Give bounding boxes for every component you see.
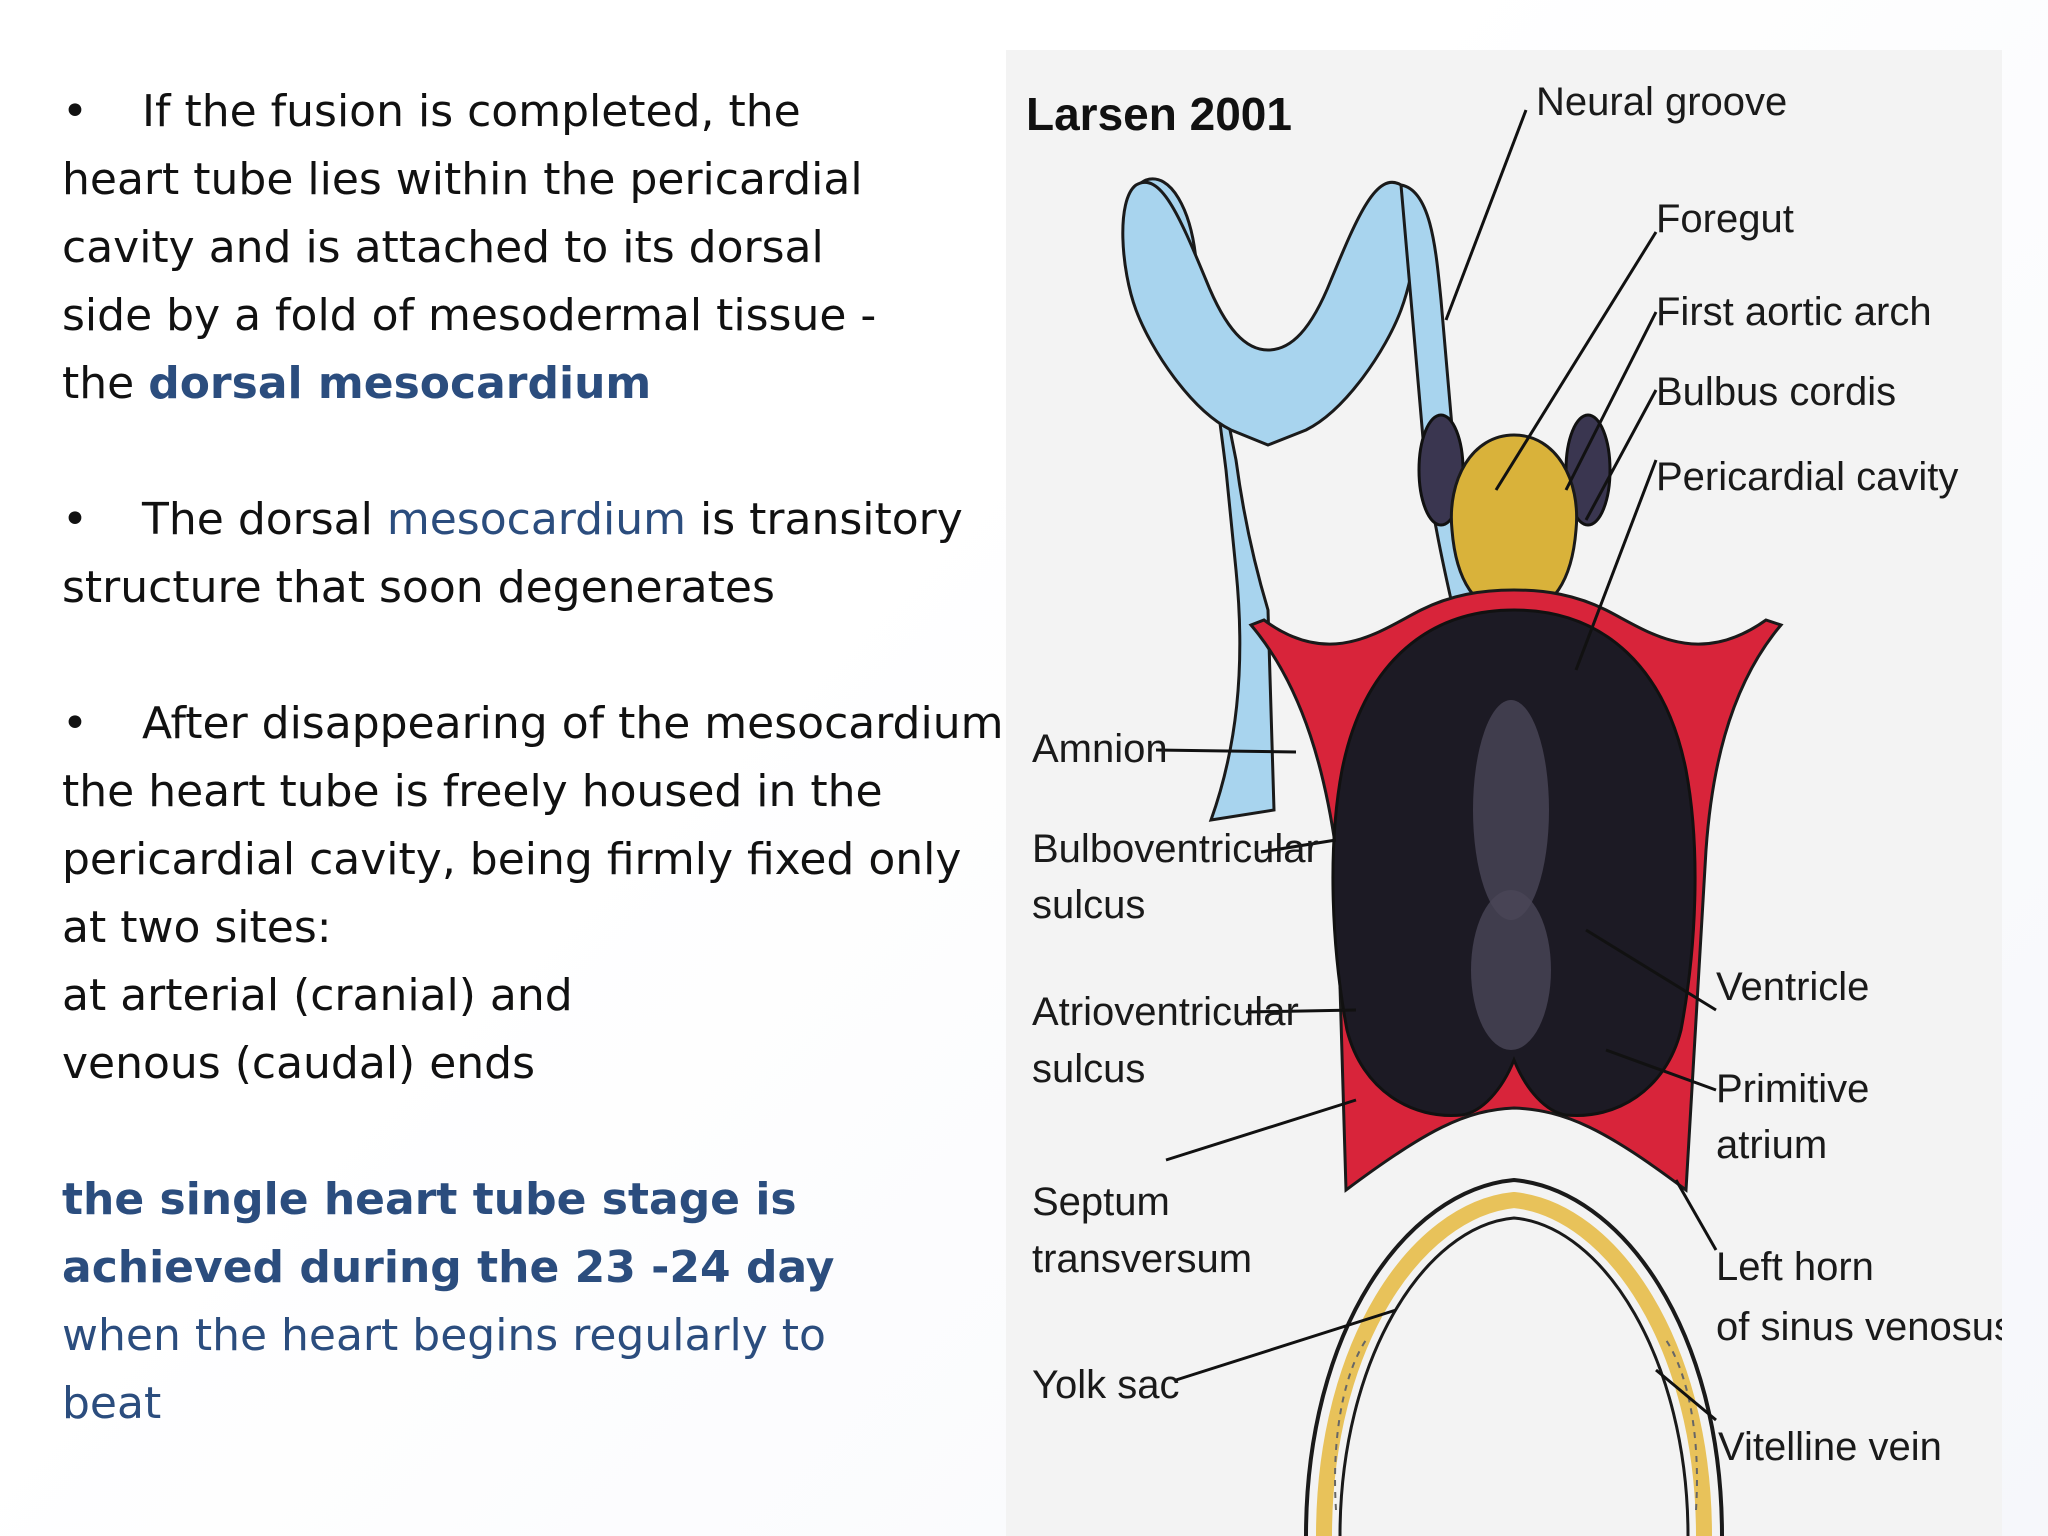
yolk-sac-arc	[1316, 1191, 1712, 1536]
label-atrioventricular-2: sulcus	[1032, 1047, 1145, 1091]
bullet-2-line-2: structure that soon degenerates	[62, 562, 775, 613]
vitelline-vein-left	[1334, 1339, 1367, 1511]
label-pericardial-cavity: Pericardial cavity	[1656, 455, 1958, 499]
vitelline-vein-right	[1665, 1339, 1698, 1511]
label-amnion: Amnion	[1032, 727, 1168, 771]
bullet-1: • If the fusion is completed, the heart t…	[62, 78, 1022, 418]
septum-transversum-arc	[1304, 1177, 1724, 1536]
label-primitive-atrium-2: atrium	[1716, 1123, 1827, 1167]
conclusion-bold-line-1: the single heart tube stage is	[62, 1174, 797, 1225]
bullet-3-line-6: venous (caudal) ends	[62, 1038, 535, 1089]
label-bulboventricular-1: Bulboventricular	[1032, 827, 1319, 871]
label-primitive-atrium-1: Primitive	[1716, 1067, 1869, 1111]
conclusion-bold-line-2: achieved during the 23 -24 day	[62, 1242, 835, 1293]
neural-groove-shape	[1121, 180, 1418, 447]
label-bulbus-cordis: Bulbus cordis	[1656, 370, 1896, 414]
figure-credit: Larsen 2001	[1026, 88, 1292, 140]
mesocardium-term: mesocardium	[386, 494, 687, 545]
label-left-horn-1: Left horn	[1716, 1245, 1874, 1289]
bullet-2: • The dorsal mesocardium is transitory st…	[62, 486, 1022, 622]
bullet-1-line-5-prefix: the	[62, 358, 149, 409]
slide-text-column: • If the fusion is completed, the heart t…	[62, 78, 1022, 1438]
bullet-3-line-5: at arterial (cranial) and	[62, 970, 573, 1021]
bullet-marker: •	[62, 698, 88, 749]
leader-lines	[1155, 109, 1718, 1422]
label-first-aortic-arch: First aortic arch	[1656, 290, 1932, 334]
bullet-3-line-1: After disappearing of the mesocardium,	[142, 698, 1018, 749]
label-septum-1: Septum	[1032, 1180, 1170, 1224]
bullet-2-prefix: The dorsal	[142, 494, 387, 545]
label-foregut: Foregut	[1656, 197, 1794, 241]
bullet-marker: •	[62, 86, 88, 137]
label-left-horn-2: of sinus venosus	[1716, 1305, 2002, 1349]
label-septum-2: transversum	[1032, 1237, 1252, 1281]
bullet-marker: •	[62, 494, 88, 545]
heart-tube-diagram: Larsen 2001 Neural groove Foregut First …	[1026, 80, 2002, 1536]
heart-tube-figure: Larsen 2001 Neural groove Foregut First …	[1006, 50, 2002, 1536]
atrium-highlight	[1471, 890, 1551, 1050]
bullet-3-line-2: the heart tube is freely housed in the	[62, 766, 883, 817]
ventricle-highlight	[1473, 700, 1549, 920]
bullet-2-suffix: is transitory	[686, 494, 963, 545]
yolk-sac-inner-arc	[1338, 1216, 1690, 1536]
label-bulboventricular-2: sulcus	[1032, 883, 1145, 927]
label-atrioventricular-1: Atrioventricular	[1032, 990, 1299, 1034]
label-ventricle: Ventricle	[1716, 965, 1869, 1009]
bullet-1-line-4: side by a fold of mesodermal tissue -	[62, 290, 877, 341]
bullet-1-line-3: cavity and is attached to its dorsal	[62, 222, 824, 273]
bullet-3-line-4: at two sites:	[62, 902, 332, 953]
dorsal-mesocardium-term: dorsal mesocardium	[148, 358, 652, 409]
label-neural-groove: Neural groove	[1536, 80, 1787, 124]
bullet-3: •After disappearing of the mesocardium, …	[62, 690, 1022, 1098]
conclusion-line-4: beat	[62, 1378, 162, 1429]
bullet-3-line-3: pericardial cavity, being firmly fixed o…	[62, 834, 962, 885]
conclusion-line-3: when the heart begins regularly to	[62, 1310, 826, 1361]
bullet-1-line-1: If the fusion is completed, the	[142, 86, 801, 137]
label-yolk-sac: Yolk sac	[1032, 1363, 1180, 1407]
conclusion: the single heart tube stage is achieved …	[62, 1166, 1022, 1438]
label-vitelline-vein: Vitelline vein	[1718, 1425, 1942, 1469]
bullet-1-line-2: heart tube lies within the pericardial	[62, 154, 863, 205]
